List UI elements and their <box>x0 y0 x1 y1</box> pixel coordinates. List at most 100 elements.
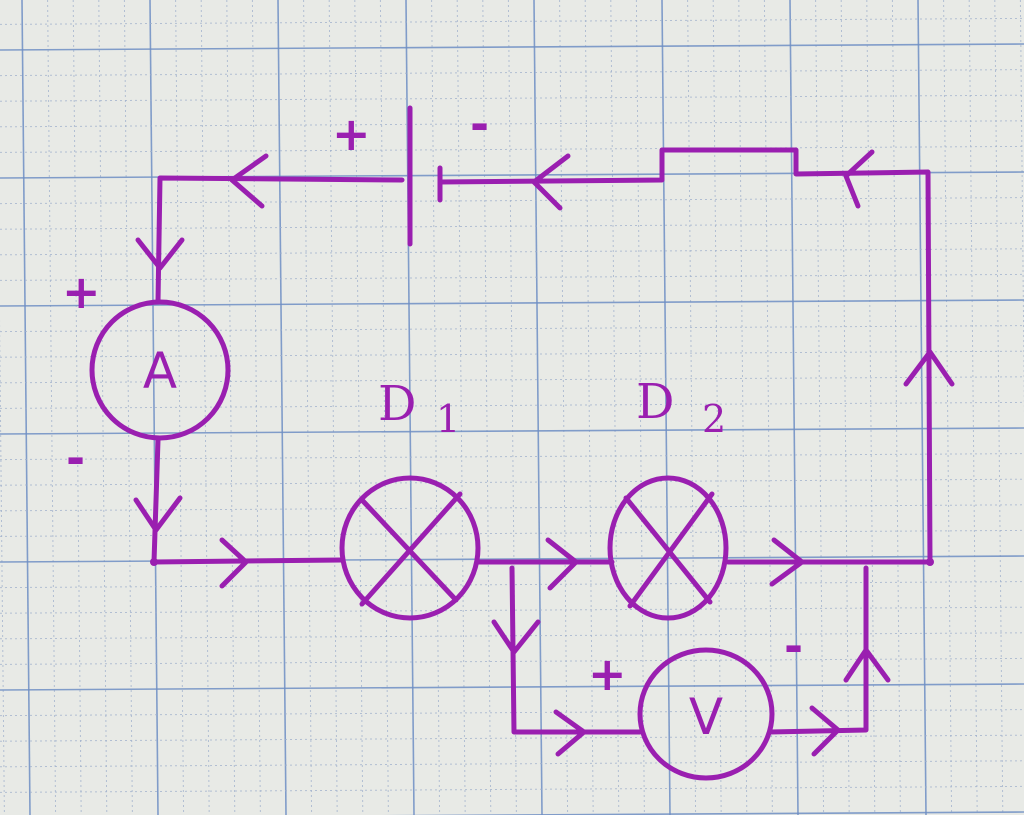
grid-minor-vertical <box>47 0 57 815</box>
lamp-2-subscript: 2 <box>702 397 726 441</box>
grid-minor-vertical <box>0 315 5 815</box>
grid-minor-vertical <box>866 0 876 815</box>
arrow-bottom-middle <box>545 537 579 591</box>
grid-minor-horizontal <box>0 785 1024 793</box>
arrow-bottom-right <box>769 537 805 587</box>
grid-minor-vertical <box>712 0 722 815</box>
grid-minor-horizontal <box>0 273 1024 281</box>
voltmeter-circle <box>637 647 775 781</box>
voltmeter-plus-sign: + <box>588 647 627 701</box>
grid-major-horizontal <box>375 811 1024 815</box>
grid-minor-vertical <box>994 0 1004 815</box>
grid-major-vertical <box>277 0 287 815</box>
grid-minor-vertical <box>456 0 466 815</box>
arrow-right-up <box>903 349 955 387</box>
grid-minor-vertical <box>507 0 517 815</box>
ammeter: A + - <box>62 265 231 485</box>
grid-minor-horizontal <box>0 376 1024 384</box>
grid-major-horizontal <box>0 427 1024 435</box>
grid-minor-vertical <box>379 0 389 815</box>
grid-minor-vertical <box>98 0 108 815</box>
grid-minor-horizontal <box>0 350 1024 358</box>
grid-minor-horizontal <box>0 222 1024 230</box>
grid-major-vertical <box>149 0 159 815</box>
grid-minor-horizontal <box>0 17 1024 25</box>
grid-minor-horizontal <box>0 453 1024 461</box>
grid-minor-vertical <box>328 0 338 815</box>
grid-minor-vertical <box>763 0 773 815</box>
grid-minor-horizontal <box>0 69 1024 77</box>
arrow-top-right <box>843 149 875 209</box>
grid-minor-vertical <box>226 0 236 815</box>
grid-minor-vertical <box>431 0 441 815</box>
grid-minor-horizontal <box>0 657 1024 665</box>
grid-major-vertical <box>917 0 927 815</box>
battery: + - <box>332 97 489 247</box>
grid-minor-horizontal <box>0 94 1024 102</box>
junction-bottom-right <box>926 558 934 566</box>
battery-plus-sign: + <box>332 107 371 161</box>
grid-major-vertical <box>405 0 415 815</box>
grid-minor-vertical <box>482 0 492 815</box>
grid-minor-vertical <box>687 0 697 815</box>
lamp-2: D 2 <box>607 374 729 621</box>
ammeter-minus-sign: - <box>66 431 85 485</box>
grid-minor-vertical <box>968 0 978 815</box>
arrow-voltmeter-out <box>809 705 841 757</box>
arrow-left-down-lower <box>133 495 183 533</box>
grid-minor-horizontal <box>0 581 1024 589</box>
voltmeter: V + - <box>588 619 803 781</box>
grid-minor-horizontal <box>0 120 1024 128</box>
junction-bottom-left <box>150 558 158 566</box>
lamp-2-circle <box>607 475 729 621</box>
grid-minor-vertical <box>1019 0 1024 418</box>
arrow-top-left <box>229 153 269 209</box>
current-arrows <box>133 149 955 757</box>
grid-minor-horizontal <box>0 478 1024 486</box>
grid-minor-horizontal <box>0 734 1024 742</box>
grid-minor-vertical <box>840 0 850 815</box>
grid-minor-horizontal <box>0 325 1024 333</box>
lamp-1-label: D <box>378 376 416 432</box>
arrow-top-middle <box>531 153 571 211</box>
arrow-voltmeter-up <box>843 647 891 683</box>
wire-voltmeter-right <box>767 565 869 735</box>
battery-minus-sign: - <box>470 97 489 151</box>
lamp-1: D 1 <box>339 376 481 621</box>
grid-minor-horizontal <box>0 606 1024 614</box>
grid-minor-vertical <box>738 0 748 815</box>
circuit-wires <box>151 147 933 735</box>
wire-top-left <box>155 175 405 305</box>
grid-minor-horizontal <box>0 529 1024 537</box>
junctions <box>150 558 934 566</box>
wire-left-lower <box>151 437 345 565</box>
grid-minor-vertical <box>891 0 901 815</box>
lamp-2-cross-b <box>627 491 715 609</box>
grid-major-vertical <box>21 0 31 815</box>
grid-minor-horizontal <box>0 709 1024 717</box>
grid-minor-vertical <box>175 0 185 815</box>
lamp-1-subscript: 1 <box>436 397 460 441</box>
grid-minor-vertical <box>635 0 645 815</box>
grid-minor-horizontal <box>0 145 1024 153</box>
grid-major-vertical <box>789 0 799 815</box>
arrow-bottom-left <box>219 537 249 589</box>
grid-minor-horizontal <box>0 401 1024 409</box>
ammeter-plus-sign: + <box>62 265 101 319</box>
grid-minor-vertical <box>251 0 261 815</box>
grid-minor-vertical <box>354 0 364 815</box>
grid-minor-vertical <box>610 0 620 815</box>
grid-major-horizontal <box>0 43 1024 51</box>
lamp-2-label: D <box>636 374 674 430</box>
grid-minor-vertical <box>815 0 825 815</box>
arrow-voltmeter-in <box>553 709 587 757</box>
lamp-1-cross-b <box>359 491 463 607</box>
grid-minor-vertical <box>584 0 594 815</box>
grid-minor-vertical <box>72 0 82 815</box>
grid-minor-vertical <box>559 0 569 815</box>
wire-voltmeter-left <box>509 565 643 735</box>
voltmeter-minus-sign: - <box>784 619 803 673</box>
grid-minor-vertical <box>943 0 953 815</box>
